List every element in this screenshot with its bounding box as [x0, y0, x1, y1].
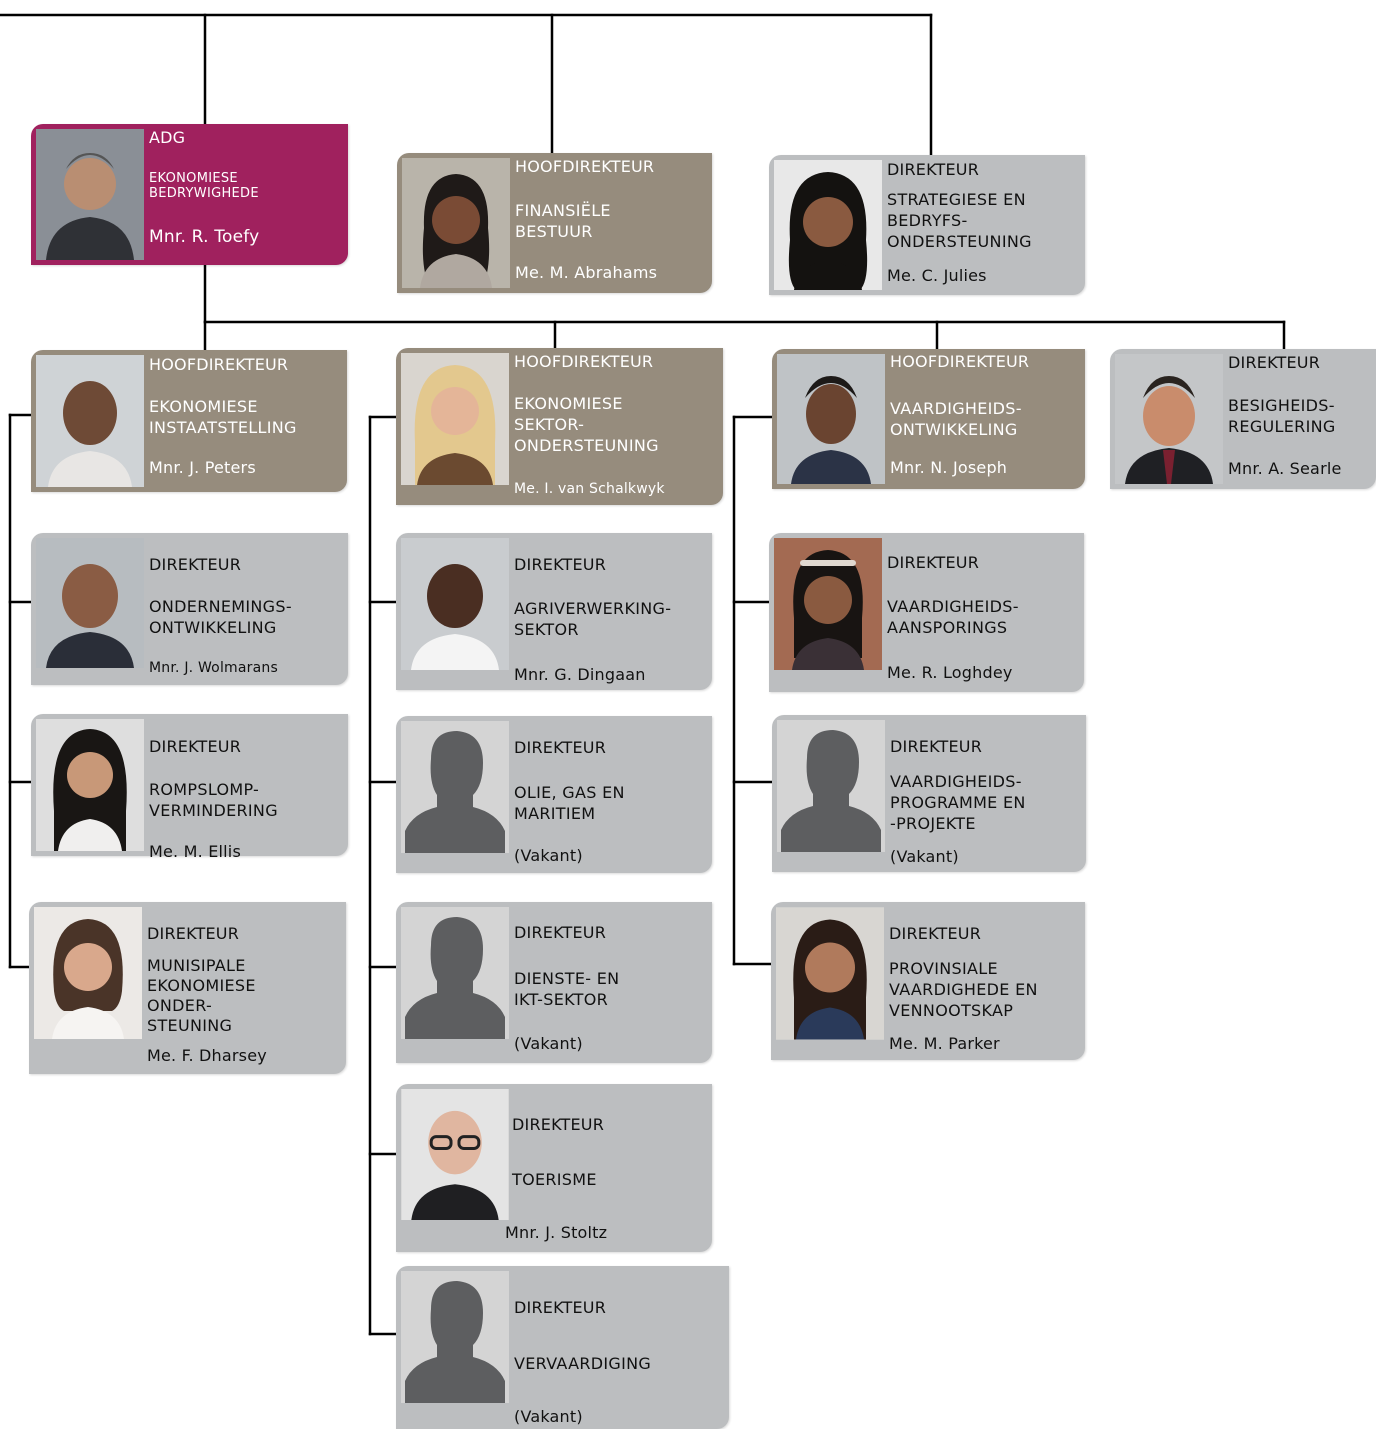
- portrait-photo: [774, 160, 882, 290]
- unit-label: ROMPSLOMP- VERMINDERING: [149, 780, 278, 820]
- unit-label: MUNISIPALE EKONOMIESE ONDER- STEUNING: [147, 956, 256, 1035]
- card-agri-processing: DIREKTEUR AGRIVERWERKING- SEKTOR Mnr. G.…: [396, 533, 712, 690]
- person-name: Me. M. Abrahams: [515, 263, 658, 282]
- portrait-photo: [776, 907, 884, 1040]
- vacant-silhouette-icon: [777, 720, 885, 852]
- role-label: ADG: [149, 128, 186, 147]
- card-skills-programmes: DIREKTEUR VAARDIGHEIDS- PROGRAMME EN -PR…: [772, 715, 1086, 872]
- person-name: (Vakant): [514, 846, 583, 865]
- role-label: DIREKTEUR: [512, 1115, 605, 1134]
- portrait-photo: [777, 354, 885, 484]
- unit-label: EKONOMIESE BEDRYWIGHEDE: [149, 171, 259, 201]
- role-label: DIREKTEUR: [147, 924, 240, 943]
- portrait-photo: [36, 719, 144, 851]
- person-name: (Vakant): [514, 1407, 583, 1426]
- person-name: Me. M. Ellis: [149, 842, 241, 861]
- unit-label: BESIGHEIDS- REGULERING: [1228, 396, 1336, 436]
- card-skills-incentives: DIREKTEUR VAARDIGHEIDS- AANSPORINGS Me. …: [769, 533, 1084, 692]
- role-label: DIREKTEUR: [149, 555, 242, 574]
- vacant-silhouette-icon: [401, 907, 509, 1039]
- unit-label: EKONOMIESE INSTAATSTELLING: [149, 397, 297, 437]
- person-name: Mnr. J. Wolmarans: [149, 660, 278, 676]
- unit-label: DIENSTE- EN IKT-SEKTOR: [514, 969, 620, 1009]
- unit-label: VAARDIGHEIDS- ONTWIKKELING: [890, 399, 1022, 439]
- unit-label: AGRIVERWERKING- SEKTOR: [514, 599, 672, 639]
- role-label: DIREKTEUR: [149, 737, 242, 756]
- role-label: DIREKTEUR: [514, 555, 607, 574]
- card-services-ict: DIREKTEUR DIENSTE- EN IKT-SEKTOR (Vakant…: [396, 902, 712, 1063]
- role-label: DIREKTEUR: [889, 924, 982, 943]
- person-name: Me. R. Loghdey: [887, 663, 1013, 682]
- card-manufacturing: DIREKTEUR VERVAARDIGING (Vakant): [396, 1266, 729, 1429]
- portrait-photo: [401, 1089, 509, 1220]
- person-name: Me. I. van Schalkwyk: [514, 481, 665, 497]
- person-name: Mnr. J. Stoltz: [505, 1223, 608, 1242]
- unit-label: VERVAARDIGING: [514, 1354, 652, 1373]
- portrait-photo: [36, 355, 144, 487]
- unit-label: STRATEGIESE EN BEDRYFS- ONDERSTEUNING: [887, 190, 1032, 251]
- card-adg: ADG EKONOMIESE BEDRYWIGHEDE Mnr. R. Toef…: [31, 124, 348, 265]
- card-provincial-skills: DIREKTEUR PROVINSIALE VAARDIGHEDE EN VEN…: [771, 902, 1085, 1060]
- card-strategic-support: DIREKTEUR STRATEGIESE EN BEDRYFS- ONDERS…: [769, 155, 1085, 295]
- portrait-photo: [401, 353, 509, 485]
- card-business-regulation: DIREKTEUR BESIGHEIDS- REGULERING Mnr. A.…: [1110, 349, 1376, 489]
- card-enterprise-development: DIREKTEUR ONDERNEMINGS- ONTWIKKELING Mnr…: [31, 533, 348, 685]
- unit-label: EKONOMIESE SEKTOR- ONDERSTEUNING: [514, 394, 659, 455]
- role-label: DIREKTEUR: [890, 737, 983, 756]
- unit-label: ONDERNEMINGS- ONTWIKKELING: [149, 597, 292, 637]
- card-skills-development: HOOFDIREKTEUR VAARDIGHEIDS- ONTWIKKELING…: [772, 349, 1085, 489]
- card-red-tape-reduction: DIREKTEUR ROMPSLOMP- VERMINDERING Me. M.…: [31, 714, 348, 861]
- role-label: DIREKTEUR: [514, 738, 607, 757]
- role-label: HOOFDIREKTEUR: [890, 352, 1030, 371]
- person-name: Me. M. Parker: [889, 1034, 1000, 1053]
- person-name: (Vakant): [890, 847, 959, 866]
- portrait-photo: [36, 129, 144, 260]
- portrait-photo: [402, 158, 510, 288]
- unit-label: TOERISME: [512, 1170, 597, 1189]
- person-name: Me. F. Dharsey: [147, 1046, 267, 1065]
- person-name: Mnr. N. Joseph: [890, 458, 1008, 477]
- person-name: (Vakant): [514, 1034, 583, 1053]
- unit-label: PROVINSIALE VAARDIGHEDE EN VENNOOTSKAP: [889, 959, 1038, 1020]
- role-label: HOOFDIREKTEUR: [515, 157, 655, 176]
- role-label: DIREKTEUR: [514, 1298, 607, 1317]
- unit-label: FINANSIËLE BESTUUR: [515, 201, 611, 241]
- person-name: Me. C. Julies: [887, 266, 987, 285]
- card-economic-enablement: HOOFDIREKTEUR EKONOMIESE INSTAATSTELLING…: [31, 350, 347, 492]
- vacant-silhouette-icon: [401, 721, 509, 853]
- portrait-photo: [34, 907, 142, 1039]
- card-tourism: DIREKTEUR TOERISME Mnr. J. Stoltz: [396, 1084, 712, 1252]
- unit-label: VAARDIGHEIDS- AANSPORINGS: [887, 597, 1019, 637]
- portrait-photo: [1115, 354, 1223, 484]
- person-name: Mnr. A. Searle: [1228, 459, 1342, 478]
- card-economic-sector-support: HOOFDIREKTEUR EKONOMIESE SEKTOR- ONDERST…: [396, 348, 723, 505]
- card-financial-management: HOOFDIREKTEUR FINANSIËLE BESTUUR Me. M. …: [397, 153, 712, 293]
- person-name: Mnr. G. Dingaan: [514, 665, 646, 684]
- card-municipal-economic-support: DIREKTEUR MUNISIPALE EKONOMIESE ONDER- S…: [29, 902, 346, 1074]
- person-name: Mnr. R. Toefy: [149, 227, 260, 247]
- role-label: DIREKTEUR: [514, 923, 607, 942]
- person-name: Mnr. J. Peters: [149, 458, 256, 477]
- portrait-photo: [774, 538, 882, 670]
- role-label: HOOFDIREKTEUR: [514, 352, 654, 371]
- unit-label: VAARDIGHEIDS- PROGRAMME EN -PROJEKTE: [890, 772, 1026, 833]
- role-label: DIREKTEUR: [1228, 353, 1321, 372]
- unit-label: OLIE, GAS EN MARITIEM: [514, 783, 625, 823]
- role-label: DIREKTEUR: [887, 160, 980, 179]
- card-oil-gas-maritime: DIREKTEUR OLIE, GAS EN MARITIEM (Vakant): [396, 716, 712, 873]
- portrait-photo: [401, 538, 509, 670]
- role-label: HOOFDIREKTEUR: [149, 355, 289, 374]
- portrait-photo: [36, 538, 144, 668]
- role-label: DIREKTEUR: [887, 553, 980, 572]
- vacant-silhouette-icon: [401, 1271, 509, 1403]
